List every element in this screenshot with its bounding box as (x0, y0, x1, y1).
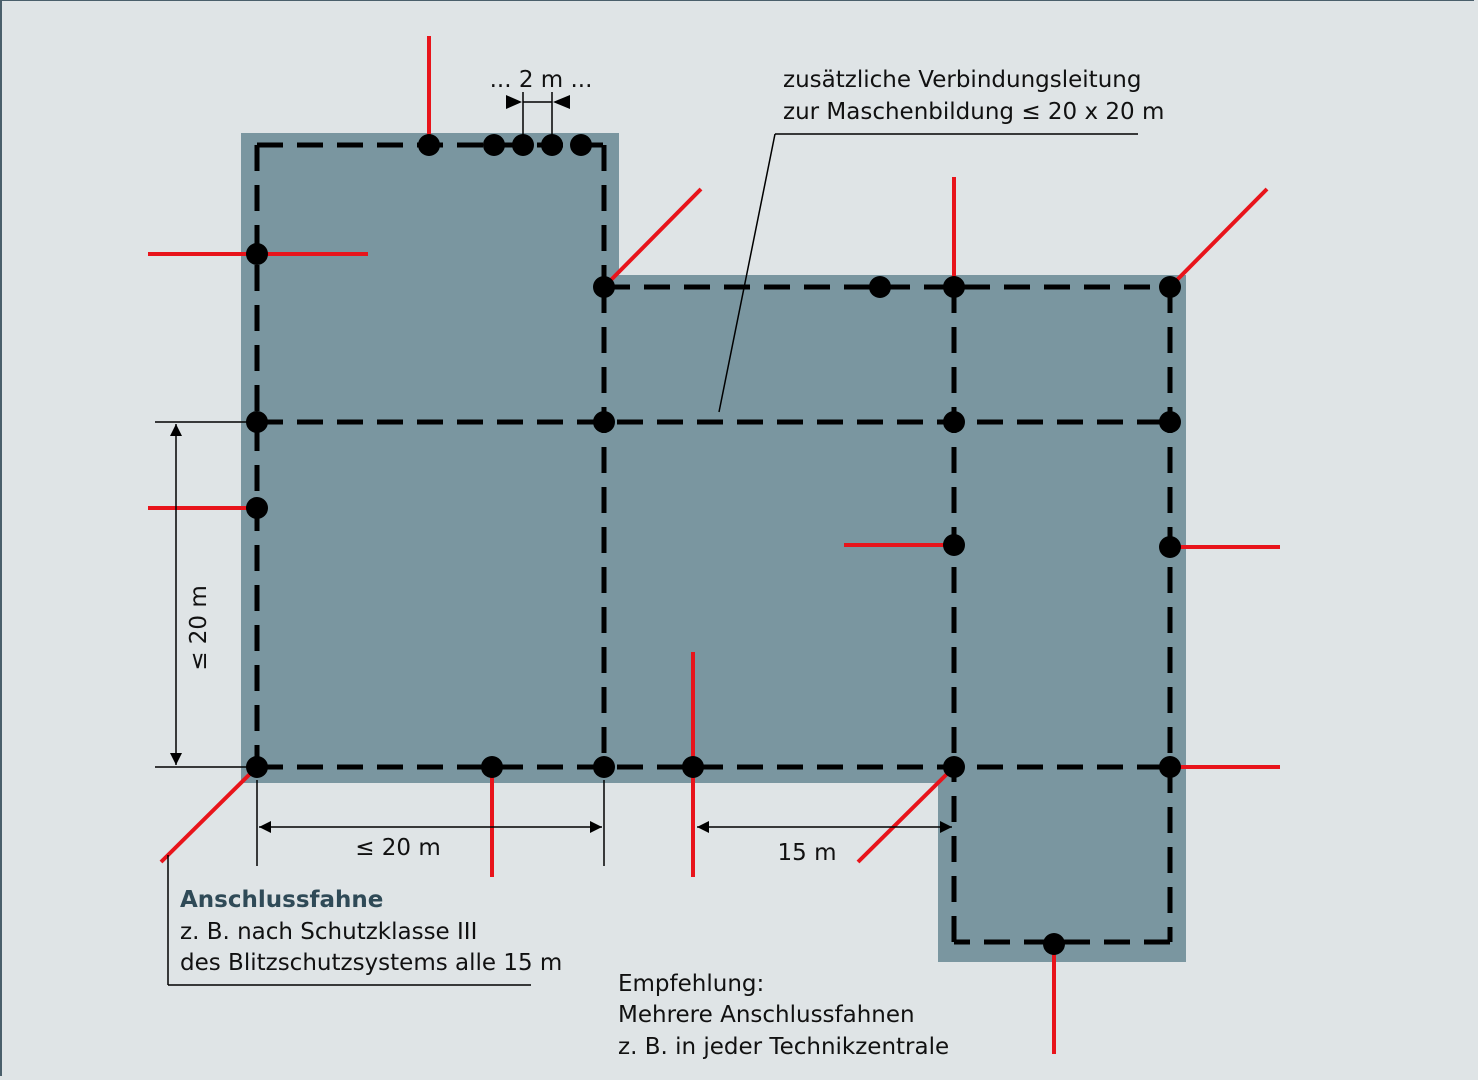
connection-node (1159, 411, 1181, 433)
connection-node (869, 276, 891, 298)
mesh-note-line1: zusätzliche Verbindungsleitung (783, 67, 1141, 93)
dimension-15m: 15 m (697, 821, 952, 866)
terminal-lug (856, 765, 956, 864)
mesh-note-line2: zur Maschenbildung ≤ 20 x 20 m (783, 99, 1164, 125)
recommendation-note: Empfehlung: Mehrere Anschlussfahnen z. B… (618, 971, 949, 1060)
dimension-horizontal-20m: ≤ 20 m (256, 780, 605, 866)
connection-node (593, 411, 615, 433)
connection-node (1159, 756, 1181, 778)
connection-node (1159, 276, 1181, 298)
terminal-title: Anschlussfahne (180, 887, 383, 913)
terminal-lug (602, 187, 703, 289)
terminal-lug (1168, 187, 1269, 289)
terminal-callout: Anschlussfahne z. B. nach Schutzklasse I… (167, 855, 562, 986)
connection-node (943, 411, 965, 433)
connection-node (246, 411, 268, 433)
terminal-lug (159, 765, 259, 864)
mesh-note: zusätzliche Verbindungsleitung zur Masch… (718, 67, 1164, 413)
connection-node (1043, 933, 1065, 955)
label-vertical-20m: ≤ 20 m (186, 585, 212, 671)
terminal-line1: z. B. nach Schutzklasse III (180, 919, 477, 945)
label-2m-spacing: ... 2 m ... (490, 67, 593, 93)
connection-node (246, 497, 268, 519)
recommend-line2: Mehrere Anschlussfahnen (618, 1002, 915, 1028)
connection-node (246, 756, 268, 778)
dimension-2m: ... 2 m ... (490, 67, 593, 145)
connection-node (593, 756, 615, 778)
terminal-line2: des Blitzschutzsystems alle 15 m (180, 950, 562, 976)
connection-node (943, 276, 965, 298)
connection-node (483, 134, 505, 156)
connection-node (481, 756, 503, 778)
recommend-line1: Empfehlung: (618, 971, 764, 997)
connection-node (943, 756, 965, 778)
dimension-vertical-20m: ≤ 20 m (155, 421, 255, 768)
connection-node (1159, 536, 1181, 558)
connection-node (246, 243, 268, 265)
label-horizontal-20m: ≤ 20 m (355, 835, 441, 861)
connection-node (682, 756, 704, 778)
building-footprint (241, 133, 1186, 962)
connection-node (570, 134, 592, 156)
connection-node (418, 134, 440, 156)
recommend-line3: z. B. in jeder Technikzentrale (618, 1034, 949, 1060)
connection-node (593, 276, 615, 298)
label-15m: 15 m (778, 840, 837, 866)
connection-node (943, 534, 965, 556)
